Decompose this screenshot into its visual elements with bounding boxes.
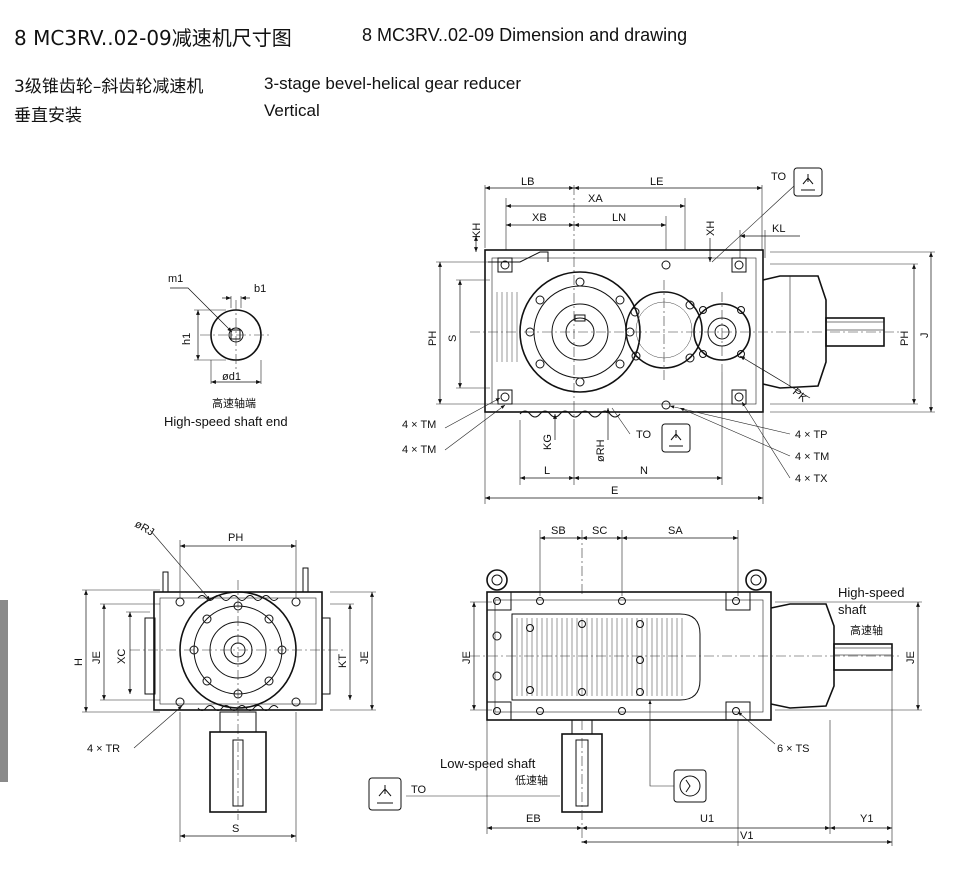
dim-XC: XC: [116, 649, 128, 664]
label-low-speed-en: Low-speed shaft: [440, 756, 536, 771]
dim-PK: PK: [790, 386, 809, 405]
front-view: SB SC SA: [368, 525, 922, 846]
dim-PH-end: PH: [228, 532, 243, 544]
page-edge-marker: [0, 600, 8, 782]
callout-4xTR: 4 × TR: [87, 743, 120, 755]
oil-drain-icon: [661, 423, 691, 453]
dim-U1: U1: [700, 813, 714, 825]
dim-XA: XA: [588, 193, 603, 205]
dim-KL: KL: [772, 223, 785, 235]
dim-KT: KT: [337, 654, 349, 668]
dim-S-left: S: [447, 335, 459, 342]
dim-LN: LN: [612, 212, 626, 224]
dim-PH-right: PH: [899, 331, 911, 346]
callout-4xTP: 4 × TP: [795, 429, 828, 441]
dim-RJ: øRJ: [133, 518, 156, 538]
subtitle-mounting-english: Vertical: [264, 101, 320, 120]
dim-JE-end-right: JE: [359, 651, 371, 664]
top-view: LB LE XA XB LN KH XH KL TO: [402, 167, 935, 504]
dim-SB: SB: [551, 525, 566, 537]
dim-RH: øRH: [595, 439, 607, 462]
dim-PH-left: PH: [427, 331, 439, 346]
dim-J: J: [919, 333, 931, 339]
label-high-speed-cn: 高速轴: [850, 623, 883, 637]
dim-KH: KH: [471, 223, 483, 238]
dim-N: N: [640, 465, 648, 477]
shaft-end-caption-cn: 高速轴端: [212, 396, 256, 410]
callout-6xTS: 6 × TS: [777, 743, 810, 755]
dim-JE-front-right: JE: [905, 651, 917, 664]
oil-fill-icon: [793, 167, 823, 197]
label-low-speed-cn: 低速轴: [515, 773, 548, 787]
dim-XB: XB: [532, 212, 547, 224]
dim-SC: SC: [592, 525, 607, 537]
oil-fill-icon-front: [368, 777, 402, 811]
callout-4xTX: 4 × TX: [795, 473, 828, 485]
label-high-speed-en-1: High-speed: [838, 585, 905, 600]
dim-LE: LE: [650, 176, 663, 188]
dim-XH: XH: [705, 221, 717, 236]
dim-E: E: [611, 485, 618, 497]
subtitle-type-chinese: 3级锥齿轮–斜齿轮减速机: [14, 77, 204, 97]
dim-m1: m1: [168, 273, 183, 285]
label-TO-top: TO: [771, 171, 787, 183]
dim-LB: LB: [521, 176, 534, 188]
dim-b1: b1: [254, 283, 266, 295]
title-english: 8 MC3RV..02-09 Dimension and drawing: [362, 25, 688, 45]
title-chinese: 8 MC3RV..02-09减速机尺寸图: [14, 26, 292, 50]
dim-H: H: [73, 658, 85, 666]
label-TO-front: TO: [411, 784, 427, 796]
dim-EB: EB: [526, 813, 541, 825]
subtitle-mounting-chinese: 垂直安装: [14, 106, 82, 126]
dim-V1: V1: [740, 830, 753, 842]
callout-4xTM-b: 4 × TM: [402, 444, 436, 456]
shaft-end-detail: m1 b1 h1 ød1 高速轴端 High-speed shaft end: [164, 273, 288, 429]
dim-S-end: S: [232, 823, 239, 835]
dim-h1: h1: [181, 333, 193, 345]
dim-JE-front-left: JE: [461, 651, 473, 664]
dim-SA: SA: [668, 525, 683, 537]
dim-KG: KG: [542, 434, 554, 450]
subtitle-type-english: 3-stage bevel-helical gear reducer: [264, 74, 522, 93]
callout-4xTM-a: 4 × TM: [402, 419, 436, 431]
dim-d1: ød1: [222, 371, 241, 383]
label-TO-bottom: TO: [636, 429, 652, 441]
label-high-speed-en-2: shaft: [838, 602, 867, 617]
dim-JE-end-left: JE: [91, 651, 103, 664]
end-view: øRJ PH H JE XC KT JE 4 × TR: [73, 518, 376, 842]
dim-L: L: [544, 465, 550, 477]
dim-Y1: Y1: [860, 813, 873, 825]
shaft-end-caption-en: High-speed shaft end: [164, 414, 288, 429]
callout-4xTM-c: 4 × TM: [795, 451, 829, 463]
